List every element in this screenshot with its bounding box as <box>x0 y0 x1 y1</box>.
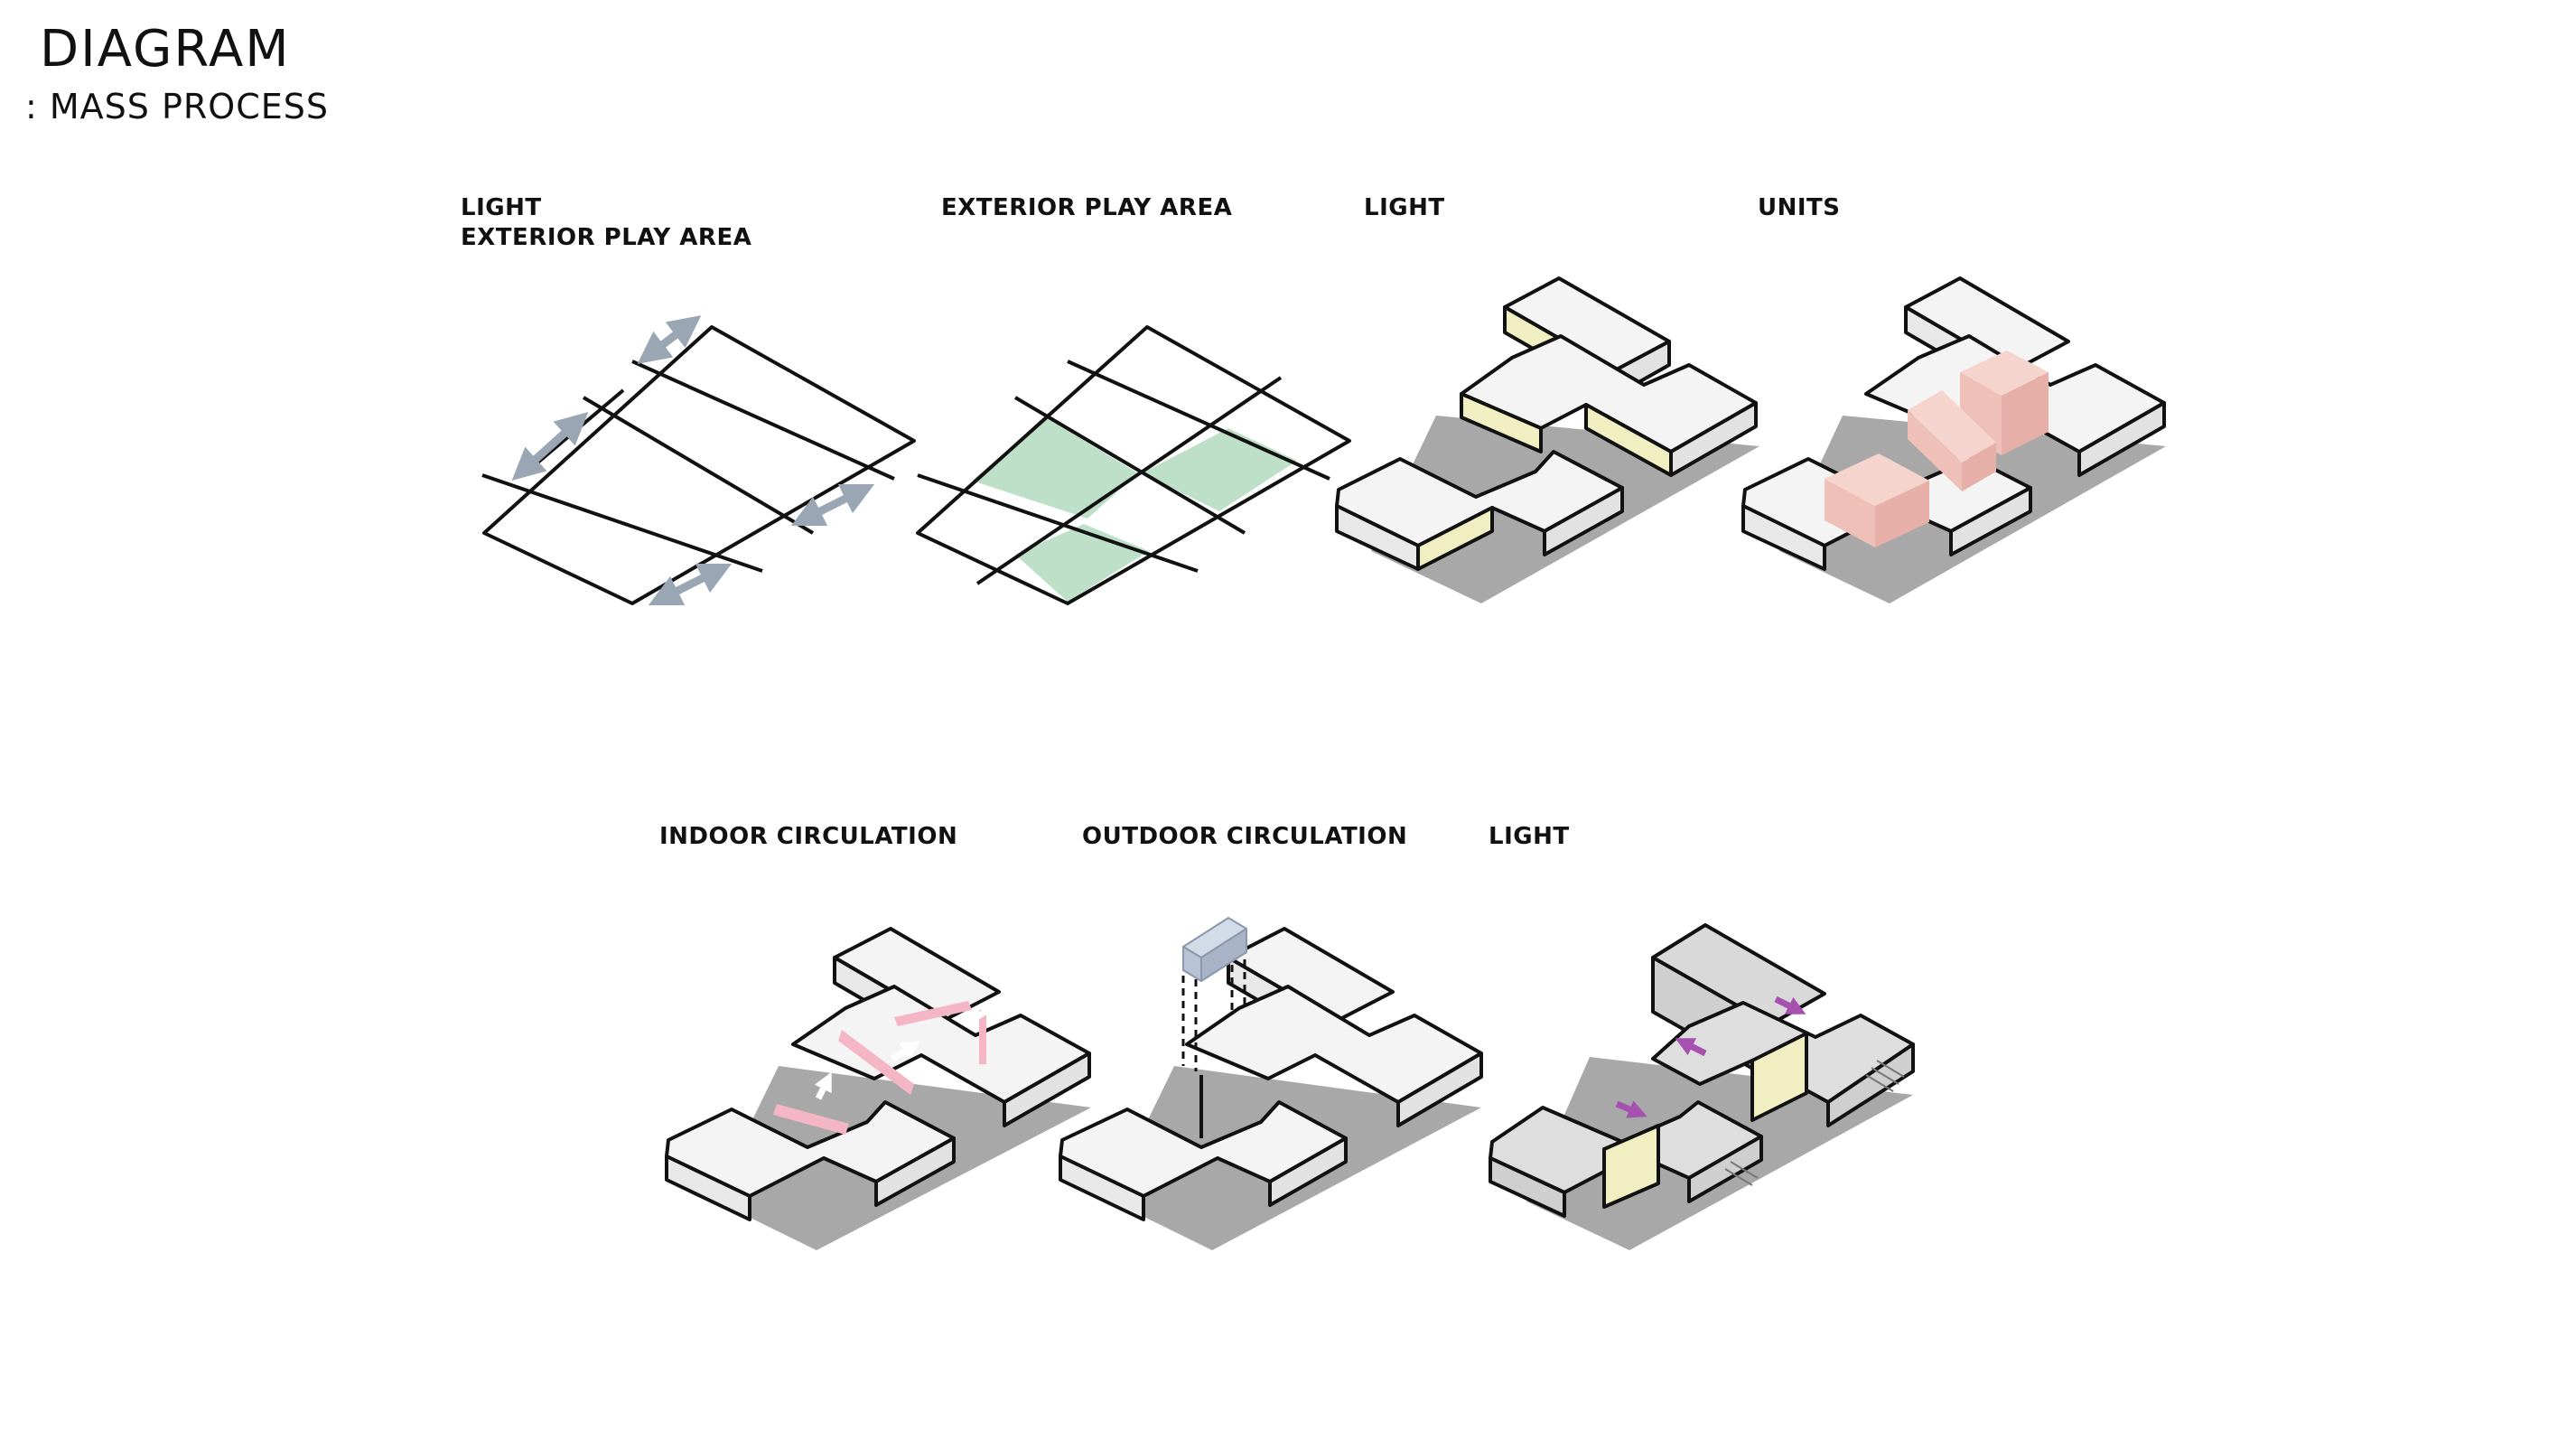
grid-line <box>582 396 815 535</box>
unit-side <box>2002 372 2049 455</box>
page-title: DIAGRAM <box>40 20 291 79</box>
unit-top <box>1908 390 1996 463</box>
mass-side <box>1949 486 2032 556</box>
diagram-indoor-circulation <box>665 927 1091 1250</box>
stair-step <box>1871 1067 1899 1085</box>
circulation-band <box>838 1030 914 1095</box>
step-label-line: LIGHT <box>1364 194 1445 221</box>
grid-line <box>481 473 763 573</box>
step-label-line: LIGHT <box>1489 823 1570 850</box>
diagram-light-masses <box>1335 276 1759 603</box>
light-direction-arrows <box>511 315 875 606</box>
circulation-band <box>773 1104 849 1135</box>
light-arrow-icon <box>648 563 733 606</box>
step-label-light-exterior-play-area: LIGHT EXTERIOR PLAY AREA <box>461 193 751 253</box>
white-arrow-icon <box>891 1041 920 1061</box>
grid-line <box>1067 360 1330 481</box>
play-area <box>972 417 1138 519</box>
unit-boxes <box>1825 351 2049 547</box>
grid-line <box>917 473 1199 573</box>
step-label-exterior-play-area: EXTERIOR PLAY AREA <box>941 193 1232 223</box>
unit-side <box>1962 443 1996 491</box>
grid-line <box>1013 396 1246 535</box>
white-arrow-icon <box>972 1001 1002 1022</box>
circulation-arrows <box>814 1001 1002 1100</box>
mass-side <box>874 1136 956 1207</box>
indoor-circulation-paths <box>773 1001 986 1135</box>
diagram-light-bottom <box>1489 923 1915 1250</box>
mass-side <box>1059 1155 1145 1221</box>
step-label-line: EXTERIOR PLAY AREA <box>461 224 752 251</box>
site-outline <box>916 325 1351 605</box>
purple-arrow-icon <box>1675 1038 1707 1057</box>
circulation-band <box>979 1010 986 1064</box>
bridge-side <box>1200 928 1247 982</box>
purple-arrow-icon <box>1615 1100 1647 1118</box>
mass-side <box>1741 504 1826 571</box>
light-arrow-icon <box>637 315 702 364</box>
circulation-band <box>894 1001 972 1026</box>
light-facade <box>1460 392 1543 453</box>
step-label-units: UNITS <box>1758 193 1841 223</box>
light-arrow-icon <box>511 411 589 481</box>
page-subtitle: : MASS PROCESS <box>25 87 329 126</box>
stair-step <box>1876 1060 1905 1078</box>
step-label-indoor-circulation: INDOOR CIRCULATION <box>659 822 957 852</box>
unit-side <box>1825 479 1875 547</box>
mass-side <box>1268 1136 1348 1207</box>
mass-side <box>1396 1052 1483 1127</box>
light-arrow-icon <box>790 483 875 527</box>
mass-side <box>1669 401 1758 477</box>
play-area-grid <box>916 325 1351 605</box>
light-arrows <box>1615 996 1806 1118</box>
grid-line <box>975 376 1283 585</box>
diagram-light-grid <box>481 315 916 606</box>
step-label-line: INDOOR CIRCULATION <box>659 823 958 850</box>
diagram-outdoor-circulation <box>1059 917 1483 1250</box>
step-label-line: OUTDOOR CIRCULATION <box>1082 823 1408 850</box>
stair-step <box>1865 1074 1894 1092</box>
light-facade <box>1602 1124 1660 1209</box>
unit-top <box>1825 453 1929 506</box>
mass-side <box>1826 1042 1915 1127</box>
light-facade <box>1750 1032 1808 1122</box>
stair-hatching <box>1724 1060 1905 1186</box>
step-label-light-bottom: LIGHT <box>1489 822 1570 852</box>
white-arrow-icon <box>814 1071 832 1100</box>
play-area <box>1142 428 1297 511</box>
step-label-outdoor-circulation: OUTDOOR CIRCULATION <box>1082 822 1407 852</box>
purple-arrow-icon <box>1774 996 1806 1014</box>
grid-line <box>631 360 895 481</box>
unit-side <box>1908 410 1962 491</box>
diagram-units <box>1741 276 2166 603</box>
mass-side <box>1003 1052 1091 1127</box>
step-label-line: UNITS <box>1758 194 1841 221</box>
bridge-block <box>1182 917 1247 982</box>
mass-side <box>1489 1156 1566 1218</box>
unit-top <box>1960 351 2049 396</box>
light-facade <box>1416 506 1494 571</box>
mass-side <box>665 1155 751 1221</box>
stair-step <box>1730 1161 1759 1179</box>
mass-side <box>1543 486 1624 556</box>
step-label-line: EXTERIOR PLAY AREA <box>941 194 1233 221</box>
step-label-line: LIGHT <box>461 194 542 221</box>
mass-side <box>2077 401 2166 477</box>
stair-step <box>1724 1168 1753 1186</box>
step-label-light: LIGHT <box>1364 193 1445 223</box>
diagram-exterior-play-area <box>916 325 1351 605</box>
bridge-supports <box>1181 934 1246 1071</box>
unit-side <box>1875 481 1929 547</box>
